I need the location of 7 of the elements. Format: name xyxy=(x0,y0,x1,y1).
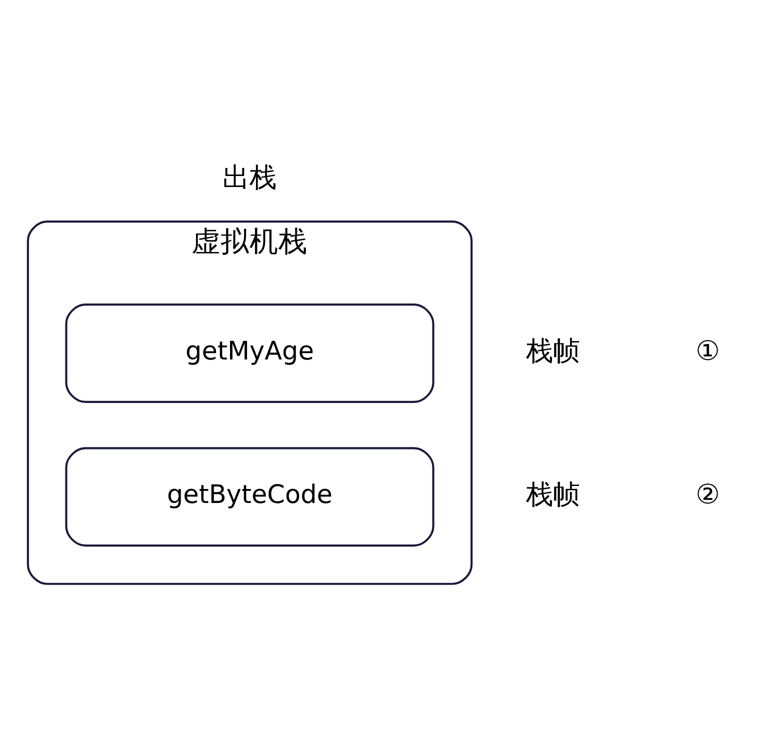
label: ① xyxy=(696,336,720,367)
label: ② xyxy=(696,479,720,510)
label: 栈帧 xyxy=(526,336,580,367)
node-box: getMyAge xyxy=(65,304,434,403)
node-box: getByteCode xyxy=(65,447,434,547)
label: 栈帧 xyxy=(526,479,580,510)
label: 出栈 xyxy=(222,162,277,194)
